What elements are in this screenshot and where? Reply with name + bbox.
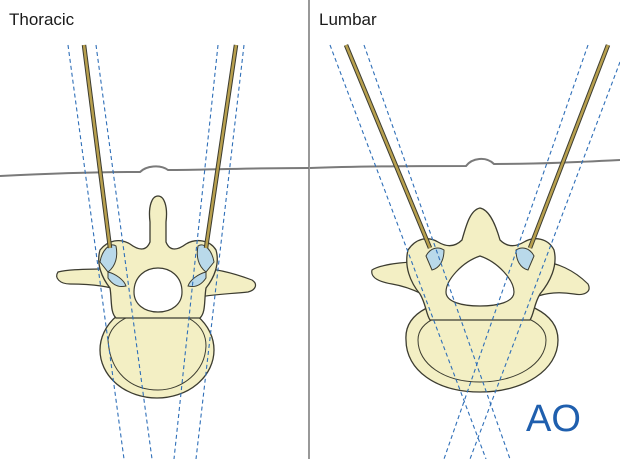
thoracic-lamina: [98, 195, 218, 319]
thoracic-panel: [0, 44, 310, 459]
thoracic-facet-left-lower: [107, 271, 127, 287]
lumbar-facet-left: [425, 247, 445, 271]
ao-logo: AO: [526, 398, 581, 440]
thoracic-facet-right: [196, 244, 215, 273]
lumbar-wire-right: [527, 44, 611, 249]
skin-line-thoracic: [0, 165, 310, 177]
lumbar-spinal-canal: [445, 255, 515, 307]
thoracic-guide-lines: [67, 44, 245, 459]
lumbar-wire-left: [343, 44, 433, 249]
skin-line-lumbar: [309, 158, 620, 169]
thoracic-wire-left: [81, 44, 113, 249]
lumbar-guide-lines: [329, 44, 620, 459]
lumbar-panel: [309, 44, 620, 459]
thoracic-wire-right: [203, 44, 239, 249]
lumbar-facet-right: [515, 247, 535, 271]
thoracic-facet-left: [99, 244, 118, 273]
panel-title-lumbar: Lumbar: [319, 10, 377, 29]
thoracic-spinal-canal: [133, 267, 183, 313]
panel-title-thoracic: Thoracic: [9, 10, 75, 29]
